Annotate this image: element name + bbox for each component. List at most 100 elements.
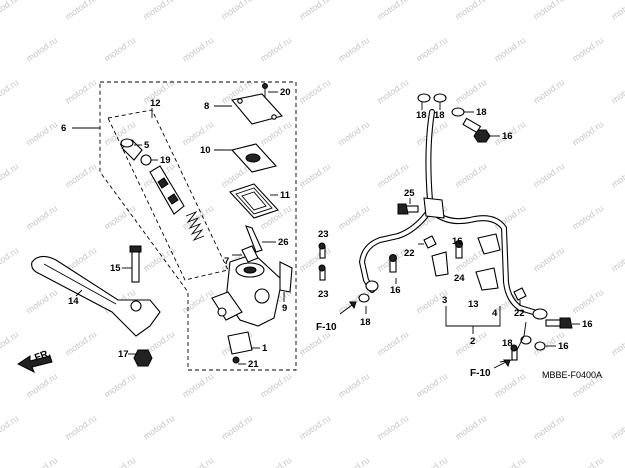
banjo-washers-left	[358, 280, 379, 303]
watermark-text: motod.ru	[102, 455, 137, 468]
piston-kit-frame	[107, 109, 229, 281]
watermark-text: motod.ru	[0, 413, 20, 442]
callout-15: 15	[110, 263, 121, 274]
callout-6: 6	[61, 123, 66, 134]
watermark-text: motod.ru	[570, 455, 605, 468]
watermark-text: motod.ru	[258, 119, 293, 148]
master-cylinder-assembly-frame	[99, 81, 297, 371]
pivot-bolt-part	[129, 245, 142, 283]
callout-11: 11	[280, 190, 291, 201]
watermark-text: motod.ru	[219, 0, 254, 22]
watermark-text: motod.ru	[141, 413, 176, 442]
callout-5: 5	[144, 140, 150, 151]
callout-18e: 18	[502, 338, 513, 349]
banjo-fitting-right	[499, 308, 548, 363]
reservoir-cap-part	[230, 93, 284, 125]
diagram-code: MBBE-F0400A	[542, 370, 602, 380]
callout-21: 21	[248, 359, 259, 370]
watermark-text: motod.ru	[0, 245, 20, 274]
leader-14	[75, 289, 83, 297]
watermark-text: motod.ru	[531, 245, 566, 274]
callout-16a: 16	[502, 131, 513, 142]
watermark-text: motod.ru	[375, 0, 410, 22]
holder-part	[227, 331, 253, 364]
watermark-text: motod.ru	[531, 413, 566, 442]
banjo-washers-upper	[417, 93, 465, 117]
watermark-text: motod.ru	[258, 371, 293, 400]
watermark-text: motod.ru	[609, 0, 625, 22]
watermark-text: motod.ru	[180, 35, 215, 64]
watermark-text: motod.ru	[0, 329, 20, 358]
callout-26: 26	[278, 237, 289, 248]
watermark-text: motod.ru	[375, 329, 410, 358]
callout-12: 12	[150, 98, 161, 109]
brake-switch-part	[241, 245, 293, 293]
reference-f10-left: F-10	[316, 322, 337, 333]
callout-19: 19	[160, 155, 171, 166]
watermark-text: motod.ru	[0, 0, 20, 22]
callout-8: 8	[204, 101, 209, 112]
watermark-text: motod.ru	[297, 0, 332, 22]
watermark-text: motod.ru	[63, 161, 98, 190]
watermark-text: motod.ru	[0, 161, 20, 190]
callout-13: 13	[468, 299, 479, 310]
joint-bolt-part	[397, 203, 419, 215]
bolt-23-lower	[318, 264, 326, 281]
watermark-text: motod.ru	[453, 161, 488, 190]
watermark-text: motod.ru	[336, 455, 371, 468]
watermark-text: motod.ru	[63, 77, 98, 106]
watermark-text: motod.ru	[24, 119, 59, 148]
watermark-text: motod.ru	[141, 245, 176, 274]
watermark-text: motod.ru	[609, 161, 625, 190]
watermark-text: motod.ru	[141, 0, 176, 22]
brake-lever-part	[31, 255, 161, 337]
callout-23b: 23	[318, 289, 329, 300]
callout-14: 14	[68, 296, 79, 307]
hose-clamp-upper	[423, 235, 437, 249]
watermark-text: motod.ru	[258, 35, 293, 64]
watermark-text: motod.ru	[453, 413, 488, 442]
master-cylinder-body-part	[211, 253, 283, 327]
watermark-text: motod.ru	[570, 35, 605, 64]
spring-part	[185, 210, 205, 242]
watermark-text: motod.ru	[453, 77, 488, 106]
bolt-16-mid-left	[389, 254, 397, 273]
watermark-text: motod.ru	[102, 35, 137, 64]
callout-24: 24	[454, 273, 465, 284]
watermark-text: motod.ru	[336, 119, 371, 148]
callout-4: 4	[492, 308, 498, 319]
watermark-text: motod.ru	[102, 203, 137, 232]
callout-20: 20	[280, 87, 291, 98]
callout-22a: 22	[404, 248, 415, 259]
watermark-text: motod.ru	[0, 77, 20, 106]
watermark-text: motod.ru	[453, 0, 488, 22]
hose-bracket-24	[431, 251, 449, 277]
watermark-text: motod.ru	[414, 35, 449, 64]
watermark-text: motod.ru	[180, 455, 215, 468]
clip-part	[245, 225, 263, 253]
callout-16b: 16	[452, 236, 463, 247]
watermark-text: motod.ru	[492, 35, 527, 64]
watermark-text: motod.ru	[180, 119, 215, 148]
watermark-text: motod.ru	[492, 203, 527, 232]
callout-23a: 23	[318, 229, 329, 240]
watermark-text: motod.ru	[297, 329, 332, 358]
watermark-text: motod.ru	[297, 77, 332, 106]
watermark-text: motod.ru	[297, 413, 332, 442]
watermark-text: motod.ru	[492, 371, 527, 400]
watermark-text: motod.ru	[609, 413, 625, 442]
hose-clamp-lower	[513, 287, 527, 301]
front-direction-arrow-icon	[17, 355, 53, 374]
watermark-text: motod.ru	[375, 161, 410, 190]
watermark-text: motod.ru	[258, 455, 293, 468]
callout-18c: 18	[476, 107, 487, 118]
watermark-text: motod.ru	[570, 203, 605, 232]
watermark-text: motod.ru	[297, 161, 332, 190]
callout-1: 1	[262, 343, 268, 354]
boot-part	[120, 138, 143, 161]
diaphragm-part	[229, 183, 279, 219]
callout-16e: 16	[558, 341, 569, 352]
bolt-16-lower-middle	[510, 344, 518, 361]
